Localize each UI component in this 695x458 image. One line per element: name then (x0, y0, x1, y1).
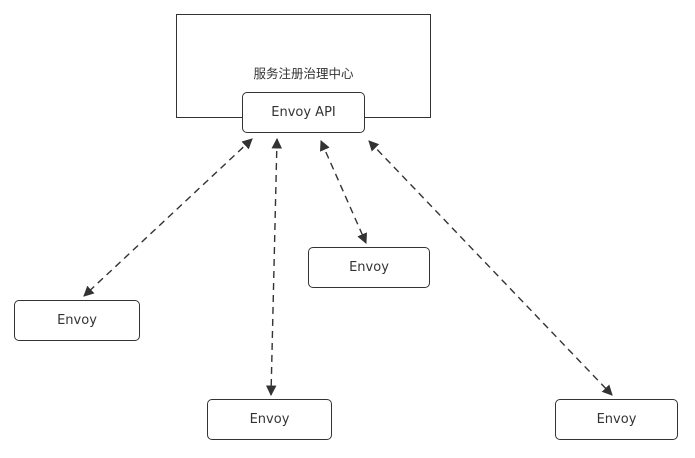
envoy-api-label: Envoy API (271, 105, 336, 120)
arrow-api-to-envoy-bottom-center (265, 137, 283, 397)
registry-center-label: 服务注册治理中心 (253, 66, 354, 81)
envoy-node-bottom-center: Envoy (207, 399, 332, 440)
arrow-api-to-envoy-middle (320, 140, 367, 244)
envoy-api-box: Envoy API (242, 92, 365, 133)
envoy-node-label: Envoy (596, 412, 637, 427)
arrow-api-to-envoy-left (83, 138, 253, 297)
envoy-node-middle: Envoy (308, 247, 430, 288)
envoy-node-bottom-right: Envoy (555, 399, 678, 440)
envoy-node-label: Envoy (249, 412, 290, 427)
envoy-node-label: Envoy (349, 260, 389, 275)
envoy-node-label: Envoy (57, 313, 97, 328)
envoy-node-left: Envoy (14, 300, 140, 341)
